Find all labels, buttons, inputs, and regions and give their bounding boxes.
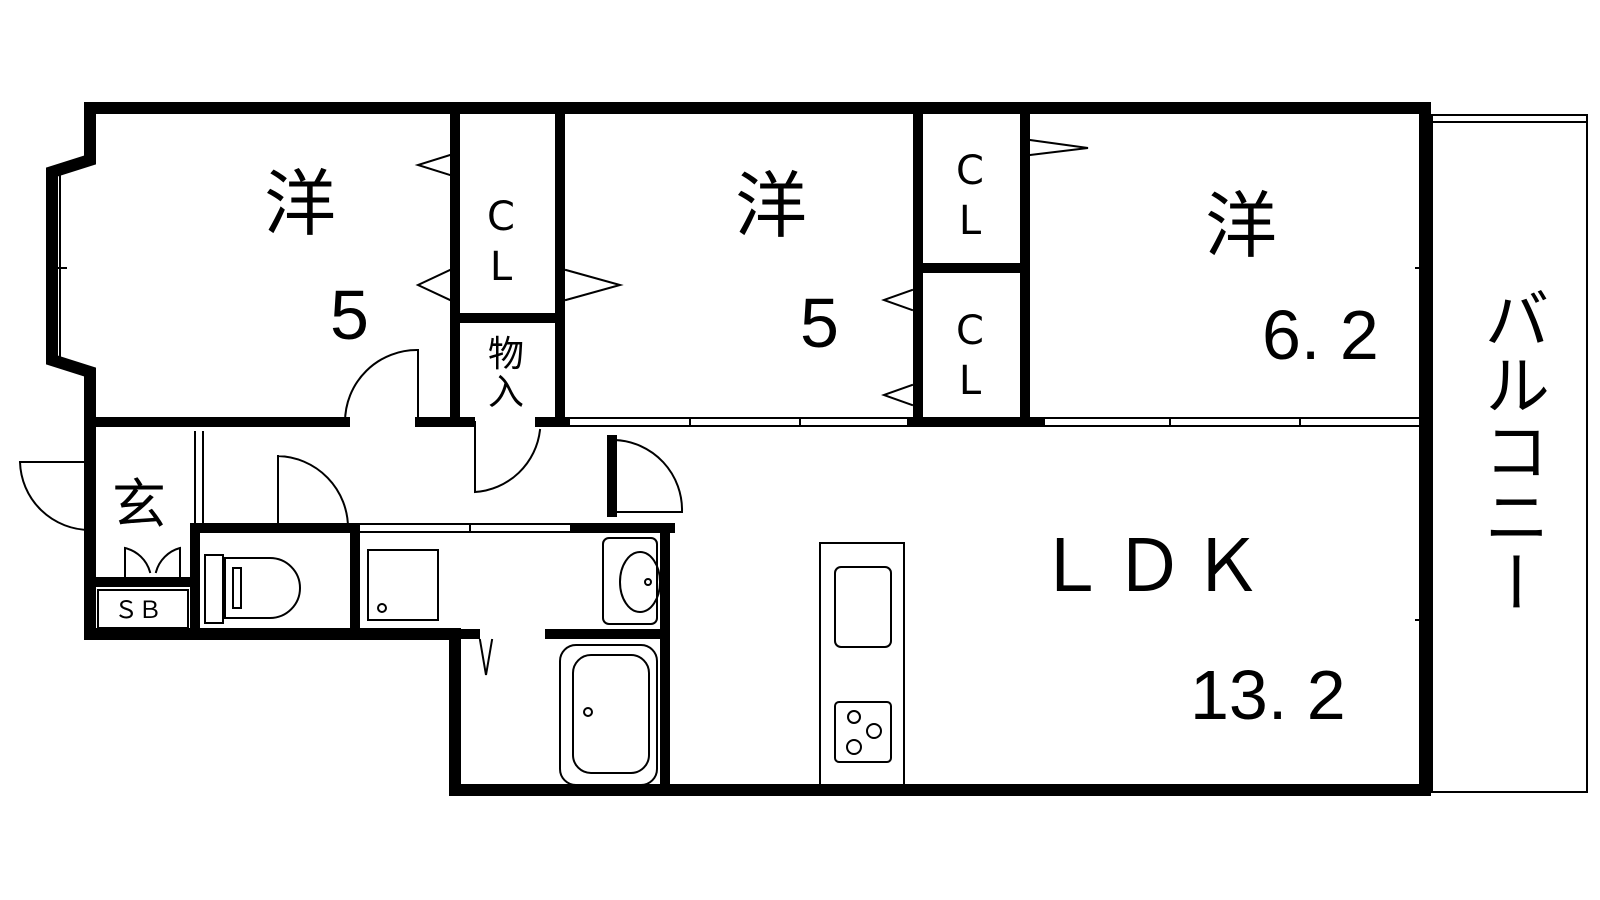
closet-1-label: C L xyxy=(487,194,515,290)
room-west3-kind: 洋 xyxy=(1205,184,1278,268)
thin-lines xyxy=(47,114,1588,793)
room-west2-size: 5 xyxy=(800,284,839,362)
entrance-label: 玄 xyxy=(112,473,166,536)
room-ldk-size: 13. 2 xyxy=(1190,656,1346,734)
room-west2-kind: 洋 xyxy=(735,164,808,248)
closet-3-label: C L xyxy=(956,308,984,404)
room-west1-size: 5 xyxy=(330,276,369,354)
shoebox-label: ＳＢ xyxy=(114,596,162,624)
room-west1-kind: 洋 xyxy=(264,162,337,246)
room-west3-size: 6. 2 xyxy=(1262,296,1379,374)
room-ldk-kind: ＬＤＫ xyxy=(1035,524,1270,608)
door-swings xyxy=(18,138,1089,676)
balcony-label: バルコニー xyxy=(1473,285,1550,615)
storage-label: 物 入 xyxy=(488,334,525,413)
fixtures xyxy=(97,537,905,791)
interior-walls xyxy=(85,103,1045,795)
outer-walls xyxy=(46,102,1431,796)
closet-2-label: C L xyxy=(956,148,984,244)
